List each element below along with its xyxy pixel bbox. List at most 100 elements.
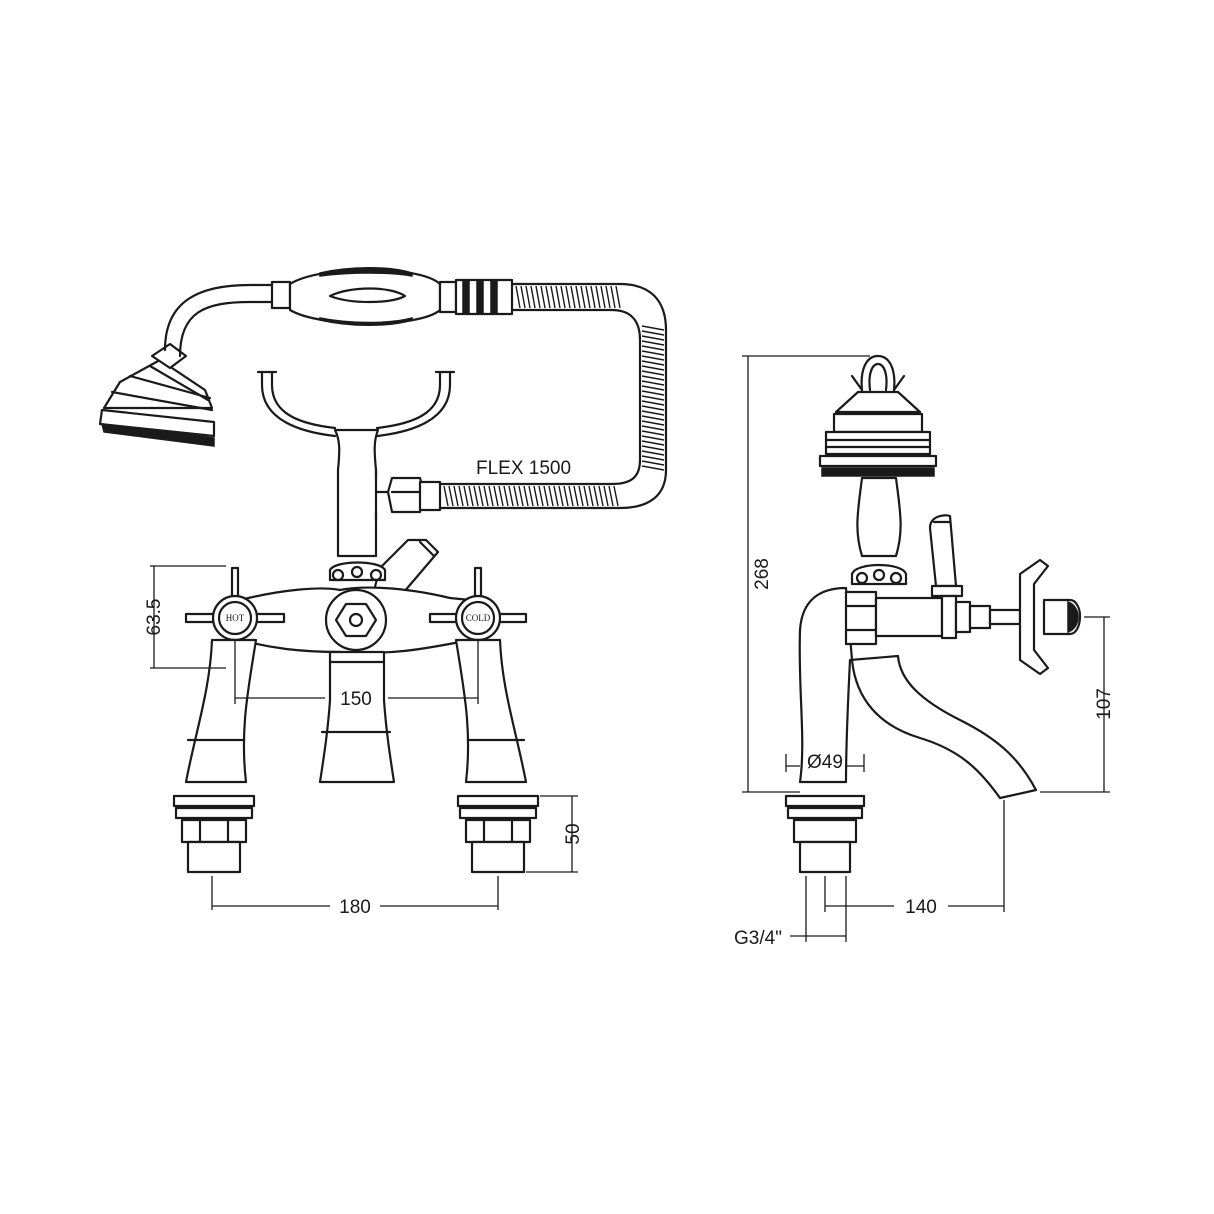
- hose-rib: [488, 485, 494, 507]
- side-lever: [928, 514, 964, 598]
- hose-rib: [580, 285, 586, 309]
- hose-rib: [641, 340, 665, 346]
- hose-rib: [641, 395, 665, 401]
- hose-rib: [641, 410, 665, 416]
- hose-rib: [590, 285, 596, 309]
- hose-rib: [641, 405, 665, 411]
- hose-rib: [503, 485, 509, 507]
- dim-base-height: 50: [526, 795, 584, 873]
- hose-rib: [595, 285, 601, 309]
- hose-rib: [483, 485, 489, 507]
- hose-rib: [493, 485, 499, 507]
- hose-rib: [508, 485, 514, 507]
- cold-label: COLD: [466, 613, 491, 623]
- side-view: 268 107 Ø49 140 G3/4": [734, 354, 1115, 949]
- column-collar: [328, 561, 387, 582]
- hose-rib: [553, 485, 559, 507]
- hose-rib: [641, 385, 665, 391]
- svg-text:268: 268: [752, 558, 773, 590]
- hose-rib: [598, 485, 604, 507]
- hose-rib: [573, 485, 579, 507]
- hose-rib: [550, 285, 556, 309]
- hose-rib: [641, 390, 665, 396]
- hose-rib: [473, 485, 479, 507]
- hose-rib: [641, 435, 665, 441]
- side-collar: [850, 564, 908, 586]
- hose-rib: [515, 285, 521, 309]
- hot-label: HOT: [226, 613, 245, 623]
- hose-rib: [543, 485, 549, 507]
- side-cross-handle: [1018, 558, 1082, 676]
- hose-rib: [603, 485, 609, 507]
- hose-rib: [641, 450, 665, 456]
- hose-rib: [498, 485, 504, 507]
- hose-rib: [520, 285, 526, 309]
- hose-rib: [641, 415, 665, 421]
- hose-rib: [641, 420, 665, 426]
- side-cradle: [850, 354, 906, 392]
- hose-rib: [641, 345, 665, 351]
- hose-rib: [560, 285, 566, 309]
- hose-rib: [613, 485, 619, 507]
- hose-rib: [641, 355, 665, 361]
- svg-text:140: 140: [905, 897, 937, 918]
- hose-rib: [453, 485, 459, 507]
- hose-rib: [641, 400, 665, 406]
- side-spout-body: [798, 586, 1038, 800]
- hose-rib: [641, 455, 665, 461]
- hose-rib: [641, 375, 665, 381]
- hose-rib: [588, 485, 594, 507]
- hose-rib: [583, 485, 589, 507]
- hose-rib: [568, 485, 574, 507]
- hose-rib: [641, 325, 665, 331]
- hose-rib: [641, 335, 665, 341]
- hose-rib: [641, 425, 665, 431]
- hose-rib: [570, 285, 576, 309]
- hose-rib: [615, 285, 621, 309]
- hose-rib: [513, 485, 519, 507]
- hose-rib: [530, 285, 536, 309]
- hose-rib: [468, 485, 474, 507]
- dim-handle-height: 63.5: [144, 565, 226, 669]
- hose-rib: [610, 285, 616, 309]
- hose-rib: [641, 360, 665, 366]
- side-base: [784, 794, 866, 874]
- hose-rib: [525, 285, 531, 309]
- hose-rib: [565, 285, 571, 309]
- hose-rib: [641, 370, 665, 376]
- hose-rib: [533, 485, 539, 507]
- hose-rib: [641, 365, 665, 371]
- handset-cradle: [256, 370, 456, 438]
- hose-rib: [535, 285, 541, 309]
- left-leg: [172, 638, 258, 874]
- hose-rib: [548, 485, 554, 507]
- hose-rib: [540, 285, 546, 309]
- front-view: HOT COLD: [98, 267, 668, 918]
- centre-column: [333, 428, 380, 558]
- front-spout: [318, 650, 396, 784]
- hose-rib: [538, 485, 544, 507]
- dim-spout-height: 107: [1040, 616, 1115, 793]
- hose-connector: [374, 476, 442, 514]
- shower-neck: [163, 283, 274, 352]
- dim-handle-spacing: 150: [234, 640, 479, 710]
- dim-base-spacing: 180: [211, 876, 499, 918]
- side-handle-stem: [844, 590, 1022, 646]
- hose-rib: [458, 485, 464, 507]
- hose-rib: [608, 485, 614, 507]
- side-column: [856, 476, 902, 558]
- hose-rib: [478, 485, 484, 507]
- hose-rib: [448, 485, 454, 507]
- hose-rib: [641, 440, 665, 446]
- hose-rib: [605, 285, 611, 309]
- right-leg: [454, 638, 540, 874]
- hose-rib: [555, 285, 561, 309]
- hose-rib: [463, 485, 469, 507]
- hose-rib: [641, 460, 665, 466]
- dim-body-diameter: Ø49: [785, 752, 865, 773]
- hose-rib: [578, 485, 584, 507]
- dim-thread: G3/4": [734, 876, 847, 949]
- shower-handset: [270, 267, 514, 326]
- hose-rib: [641, 465, 665, 471]
